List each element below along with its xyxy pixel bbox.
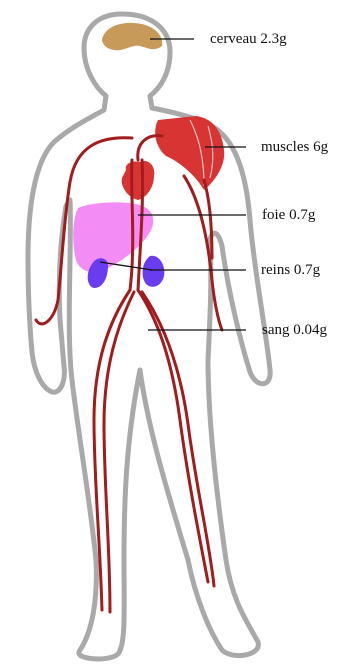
label-liver: foie 0.7g bbox=[262, 207, 316, 223]
body-silhouette bbox=[28, 14, 270, 659]
label-blood: sang 0.04g bbox=[262, 322, 327, 338]
label-kidneys: reins 0.7g bbox=[261, 262, 321, 278]
label-brain: cerveau 2.3g bbox=[210, 31, 287, 47]
label-muscles: muscles 6g bbox=[261, 139, 329, 155]
